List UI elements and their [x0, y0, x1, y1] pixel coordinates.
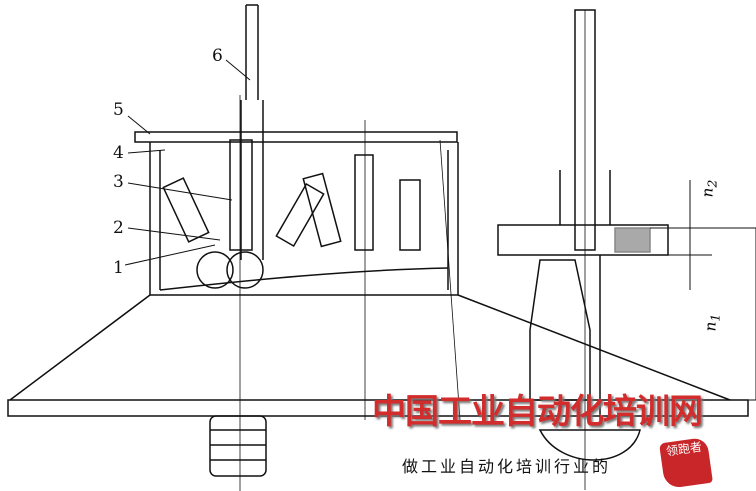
- n1-subscript: 1: [707, 313, 723, 322]
- watermark-title: 中国工业自动化培训网: [372, 392, 703, 432]
- label-5: 5: [113, 100, 124, 120]
- n1-symbol: n: [701, 321, 720, 332]
- dimension-n2: n2: [698, 180, 719, 198]
- dimension-n1: n1: [701, 314, 722, 332]
- nozzles: [162, 139, 421, 289]
- n2-symbol: n: [698, 187, 717, 198]
- seal-logo: 领跑者: [659, 436, 713, 490]
- housing: [7, 120, 749, 477]
- n2-subscript: 2: [704, 179, 720, 188]
- label-3: 3: [113, 172, 124, 192]
- shaft-left: [239, 4, 264, 491]
- label-4: 4: [113, 143, 124, 163]
- label-2: 2: [113, 218, 124, 238]
- dimension-lines: [650, 180, 756, 401]
- leader-lines: [124, 59, 251, 266]
- label-1: 1: [113, 258, 124, 278]
- shaft-right: [497, 9, 669, 490]
- watermark-slogan: 做工业自动化培训行业的: [402, 457, 612, 476]
- label-6: 6: [212, 46, 223, 66]
